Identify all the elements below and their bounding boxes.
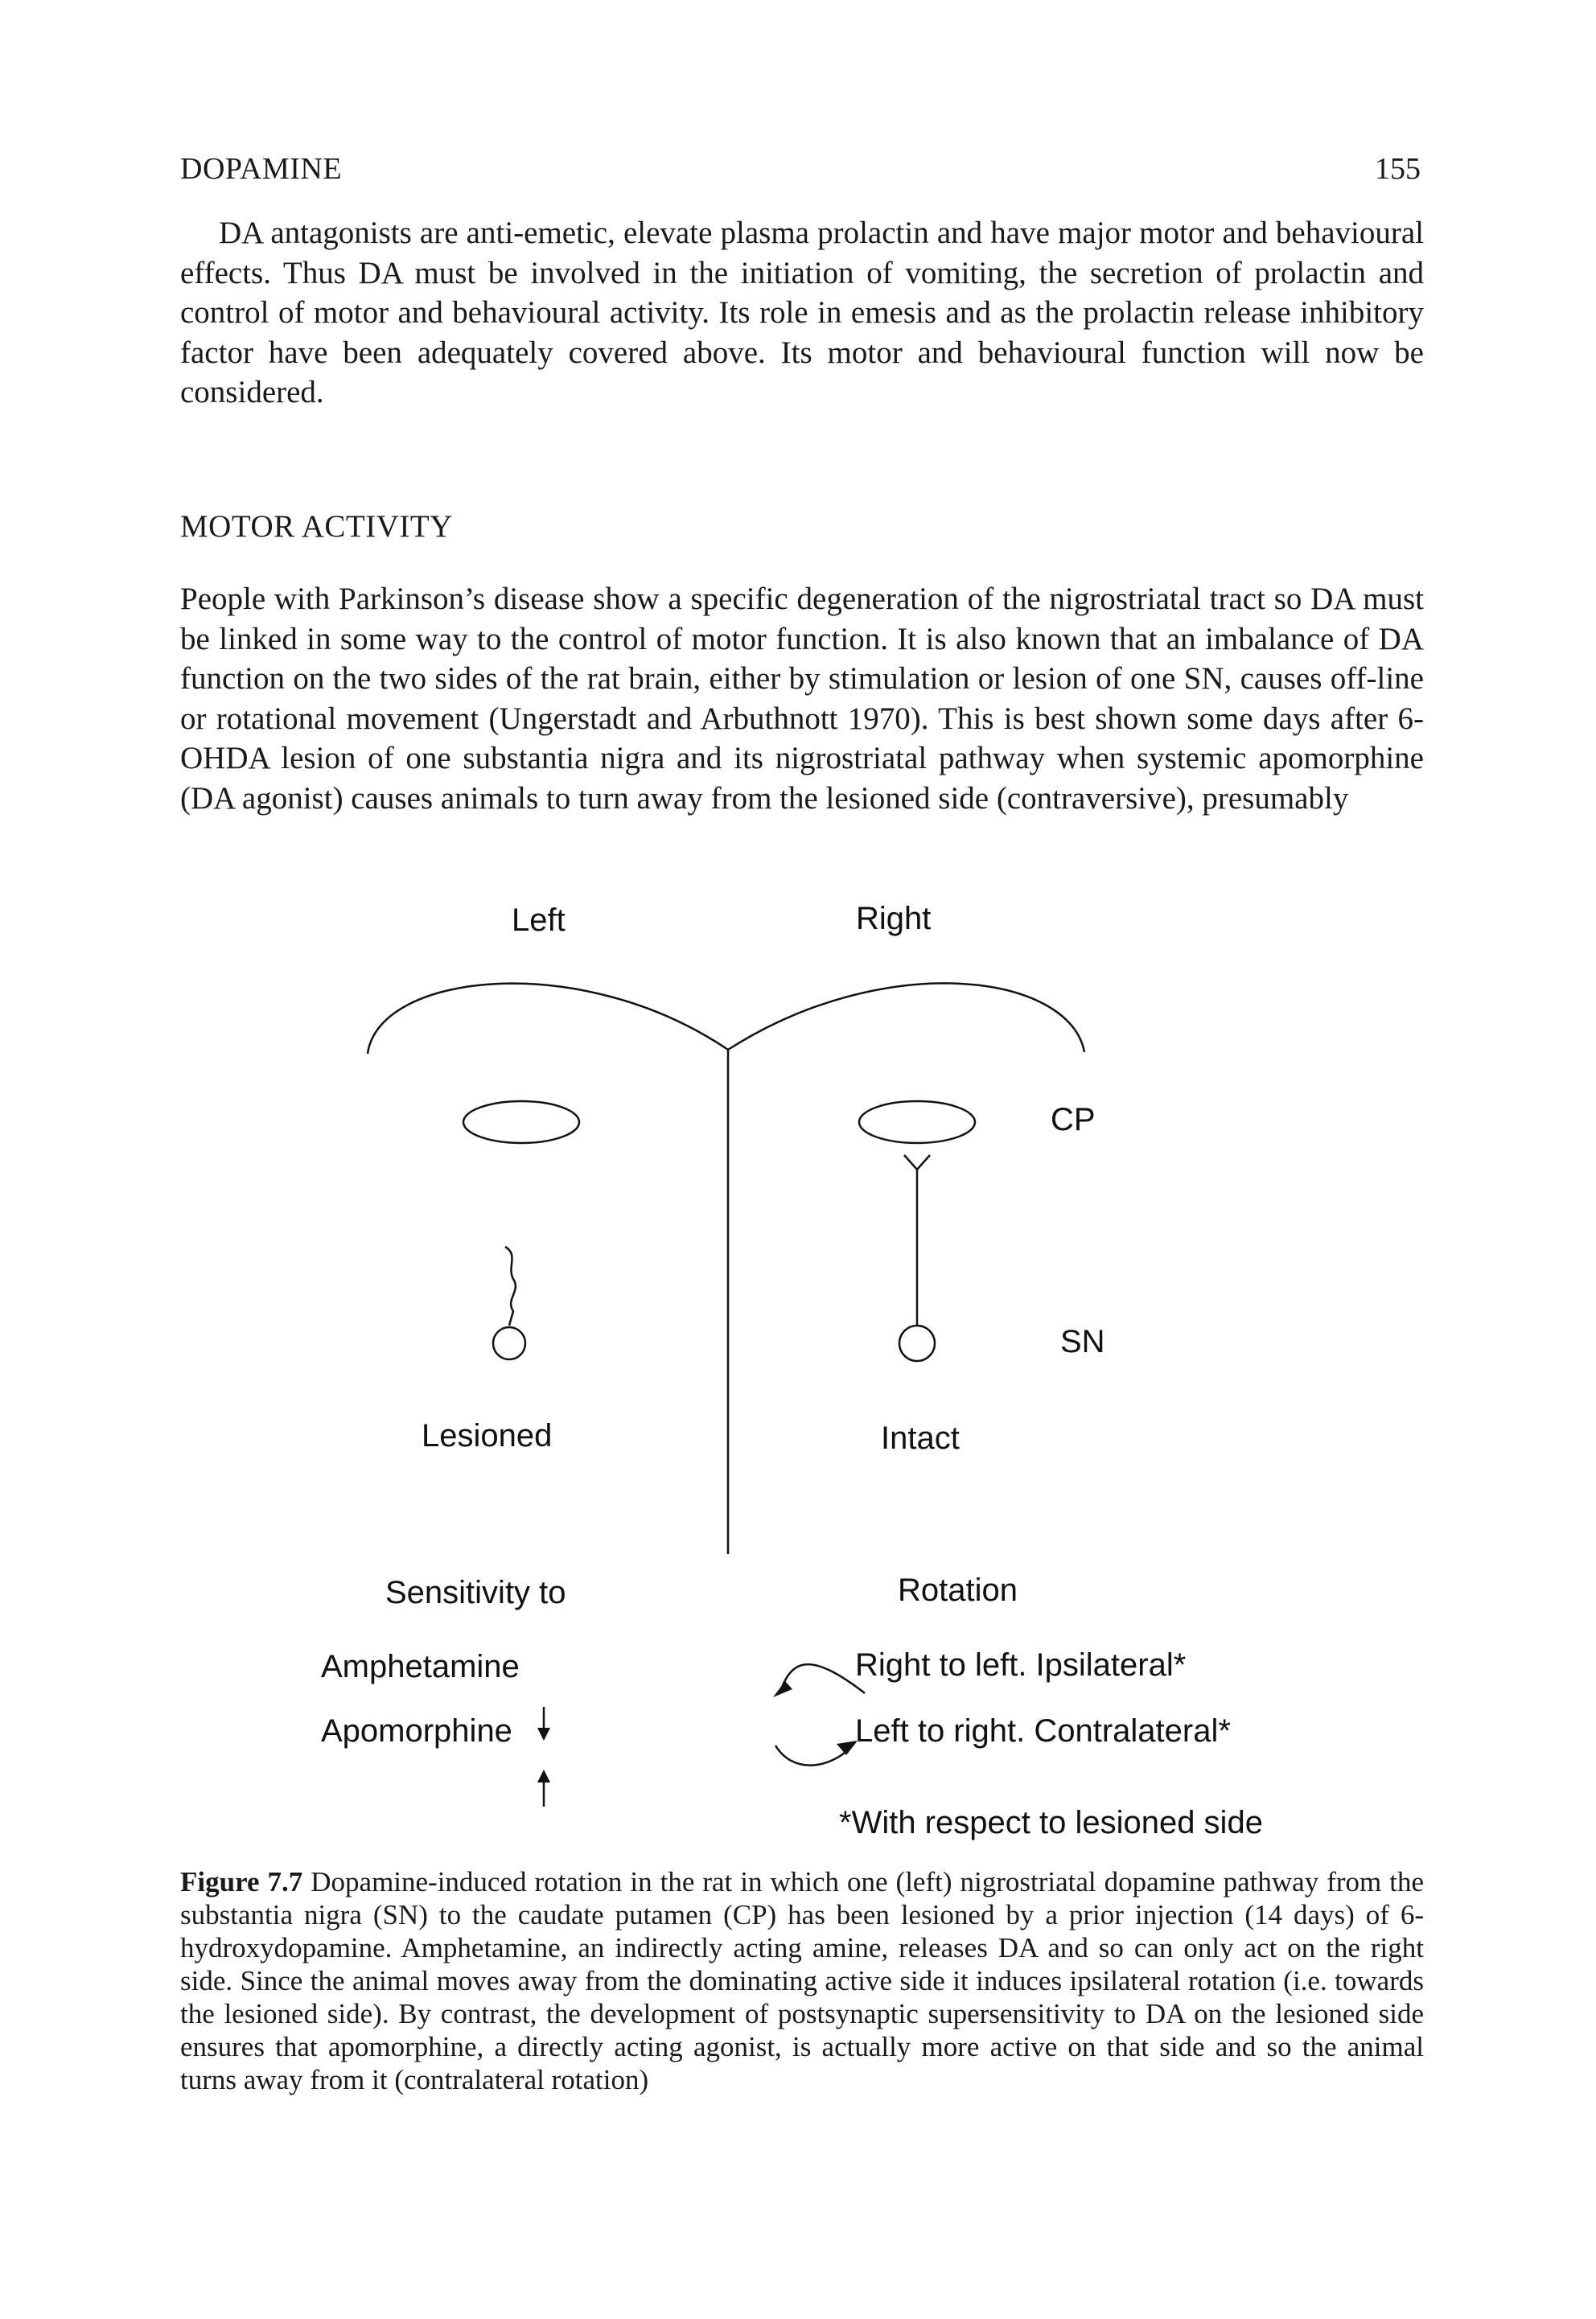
right-to-left-arrow: [779, 1663, 866, 1694]
footnote-label: *With respect to lesioned side: [839, 1805, 1263, 1840]
apomorphine-label: Apomorphine: [321, 1713, 512, 1749]
running-title: DOPAMINE: [180, 152, 343, 186]
right-hemisphere-outline: [727, 982, 1086, 1053]
amphetamine-down-arrowhead: [537, 1728, 550, 1741]
left-label: Left: [512, 903, 566, 938]
sn-label: SN: [1060, 1324, 1105, 1359]
right-label: Right: [856, 901, 932, 936]
caption-label: Figure 7.7: [180, 1866, 303, 1898]
left-substantia-nigra: [492, 1326, 527, 1361]
left-to-right-arrowhead: [837, 1741, 858, 1755]
figure-caption: Figure 7.7 Dopamine-induced rotation in …: [180, 1865, 1424, 2096]
lesioned-pathway: [504, 1245, 517, 1326]
caption-text: Dopamine-induced rotation in the rat in …: [180, 1866, 1424, 2095]
page-number: 155: [1375, 152, 1421, 186]
brain-diagram: [366, 982, 1086, 1807]
cp-label: CP: [1051, 1102, 1096, 1137]
left-hemisphere-outline: [366, 982, 729, 1055]
section-heading: MOTOR ACTIVITY: [180, 509, 453, 544]
right-to-left-label: Right to left. Ipsilateral*: [855, 1647, 1187, 1683]
left-to-right-arrow: [774, 1745, 852, 1766]
sensitivity-label: Sensitivity to: [385, 1575, 566, 1610]
motor-activity-paragraph: People with Parkinson’s disease show a s…: [180, 582, 1424, 816]
rotation-label: Rotation: [898, 1573, 1018, 1608]
left-to-right-label: Left to right. Contralateral*: [855, 1713, 1231, 1749]
right-substantia-nigra: [898, 1324, 936, 1363]
right-caudate-putamen: [858, 1100, 977, 1145]
right-to-left-arrowhead: [773, 1681, 792, 1697]
intact-label: Intact: [881, 1421, 960, 1456]
intro-paragraph: DA antagonists are anti-emetic, elevate …: [180, 216, 1424, 409]
rotation-figure: Left Right CP SN Lesioned Intact Sensiti…: [0, 885, 1596, 1850]
amphetamine-label: Amphetamine: [321, 1649, 520, 1684]
lesioned-label: Lesioned: [422, 1418, 553, 1453]
left-caudate-putamen: [462, 1100, 581, 1145]
apomorphine-up-arrowhead: [537, 1770, 550, 1782]
intact-terminal: [903, 1154, 931, 1171]
